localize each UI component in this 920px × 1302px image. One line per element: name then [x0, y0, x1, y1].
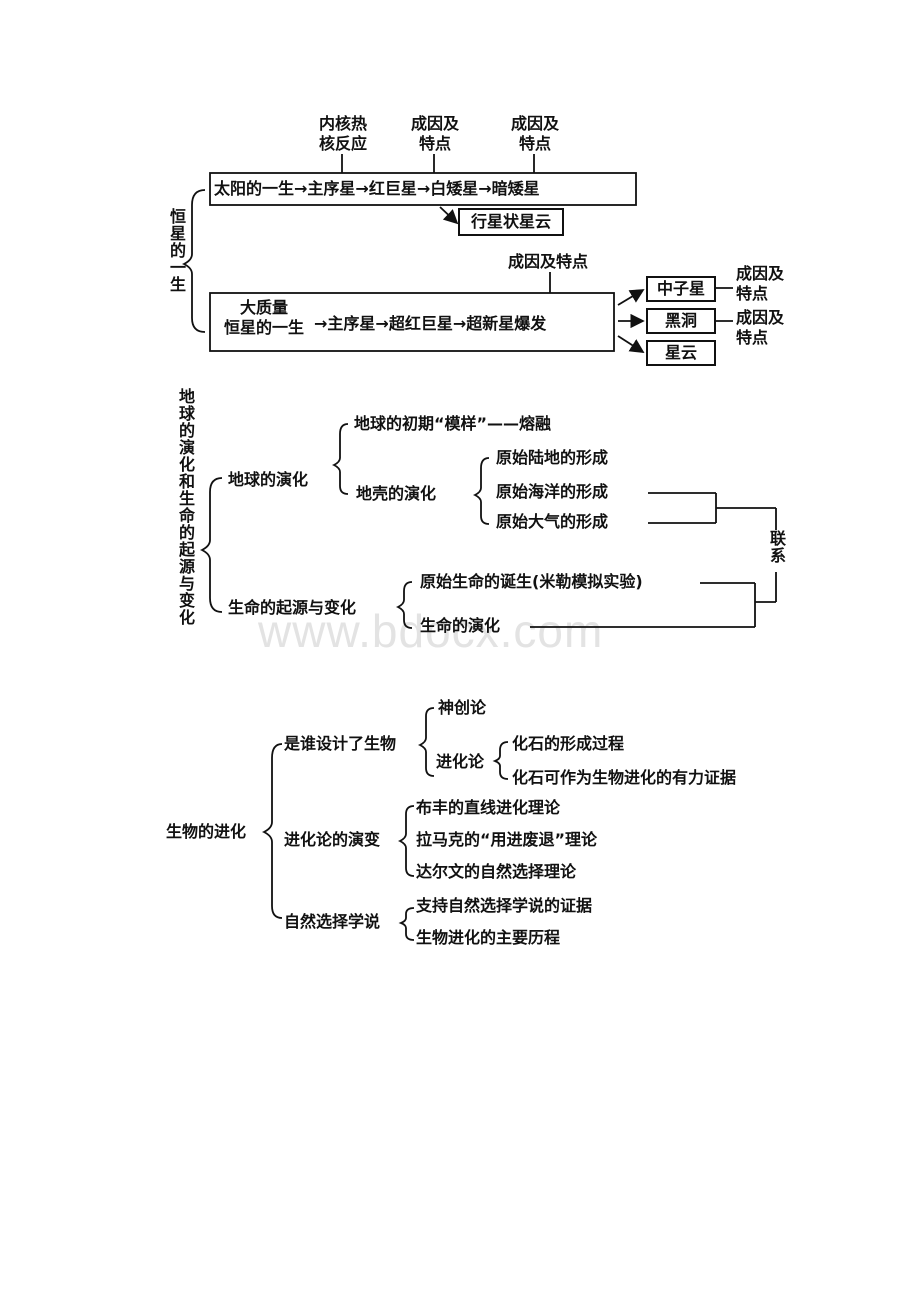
sun-chain-box — [209, 172, 637, 206]
natural-item-evidence: 支持自然选择学说的证据 — [416, 896, 593, 915]
earth-evo-label: 地球的演化 — [228, 470, 309, 489]
relation-label: 联系 — [767, 530, 786, 564]
theory-evo-label: 进化论的演变 — [284, 830, 381, 849]
note-red-giant: 成因及 特点 — [400, 114, 470, 154]
massive-chain-box — [209, 292, 615, 352]
note-main-seq-line1: 内核热 — [318, 114, 367, 133]
star-root-label: 恒星的一生 — [167, 208, 186, 293]
note-blackhole-line1: 成因及 — [736, 308, 785, 327]
outcome-neutron-star: 中子星 — [646, 276, 716, 302]
creation-label: 神创论 — [438, 698, 487, 717]
evo-item-fossil-formation: 化石的形成过程 — [512, 734, 625, 753]
note-blackhole-line2: 特点 — [736, 328, 769, 347]
earth-evo-brace — [331, 423, 349, 495]
life-item-origin: 原始生命的诞生(米勒模拟实验) — [420, 572, 643, 591]
theory-item-darwin: 达尔文的自然选择理论 — [416, 862, 577, 881]
outcome-arrow-nebula — [617, 335, 645, 353]
bio-root-brace — [261, 743, 283, 919]
theory-brace — [397, 805, 415, 877]
massive-chain-text: →主序星→超红巨星→超新星爆发 — [314, 314, 547, 333]
natural-brace — [398, 907, 415, 941]
evo-item-fossil-evidence: 化石可作为生物进化的有力证据 — [512, 768, 737, 787]
crust-brace — [472, 457, 490, 525]
note-blackhole: 成因及 特点 — [736, 308, 784, 348]
massive-label-line1: 大质量 — [239, 298, 288, 317]
who-brace — [417, 707, 435, 777]
who-label: 是谁设计了生物 — [284, 734, 397, 753]
theory-item-buffon: 布丰的直线进化理论 — [416, 798, 561, 817]
natural-label: 自然选择学说 — [284, 912, 381, 931]
life-origin-label: 生命的起源与变化 — [228, 598, 357, 617]
life-brace — [395, 581, 413, 629]
crust-item-atmosphere: 原始大气的形成 — [496, 512, 609, 531]
note-main-seq-line2: 核反应 — [318, 134, 367, 153]
theory-item-lamarck: 拉马克的“用进废退”理论 — [416, 830, 598, 849]
outcome-arrow-neutron — [617, 289, 645, 306]
note-white-dwarf-line1: 成因及 — [510, 114, 559, 133]
massive-label-line2: 恒星的一生 — [223, 318, 304, 337]
earth-root-label: 地球的演化和生命的起源与变化 — [176, 388, 195, 626]
planetary-nebula-box: 行星状星云 — [458, 208, 564, 236]
star-root-brace — [181, 189, 206, 333]
outcome-nebula: 星云 — [646, 340, 716, 366]
note-main-seq: 内核热 核反应 — [308, 114, 378, 154]
crust-item-ocean: 原始海洋的形成 — [496, 482, 609, 501]
note-neutron: 成因及 特点 — [736, 264, 784, 304]
early-form-label: 地球的初期“模样”——熔融 — [354, 414, 552, 433]
crust-item-land: 原始陆地的形成 — [496, 448, 609, 467]
sun-chain-text: 太阳的一生→主序星→红巨星→白矮星→暗矮星 — [214, 179, 540, 198]
natural-item-history: 生物进化的主要历程 — [416, 928, 561, 947]
watermark: www.bdocx.com — [258, 605, 604, 657]
note-supernova: 成因及特点 — [508, 252, 589, 271]
note-red-giant-line2: 特点 — [418, 134, 451, 153]
note-white-dwarf-line2: 特点 — [518, 134, 551, 153]
bio-root-label: 生物的进化 — [166, 822, 247, 841]
earth-root-brace — [199, 477, 223, 613]
outcome-black-hole: 黑洞 — [646, 308, 716, 334]
note-white-dwarf: 成因及 特点 — [500, 114, 570, 154]
evolution-label: 进化论 — [436, 752, 485, 771]
note-neutron-line2: 特点 — [736, 284, 769, 303]
note-red-giant-line1: 成因及 — [410, 114, 459, 133]
massive-label: 大质量 恒星的一生 — [214, 298, 314, 338]
crust-evo-label: 地壳的演化 — [356, 484, 437, 503]
note-neutron-line1: 成因及 — [736, 264, 785, 283]
life-item-evolution: 生命的演化 — [420, 616, 501, 635]
evolution-brace — [492, 741, 509, 780]
planetary-arrow — [439, 206, 459, 225]
